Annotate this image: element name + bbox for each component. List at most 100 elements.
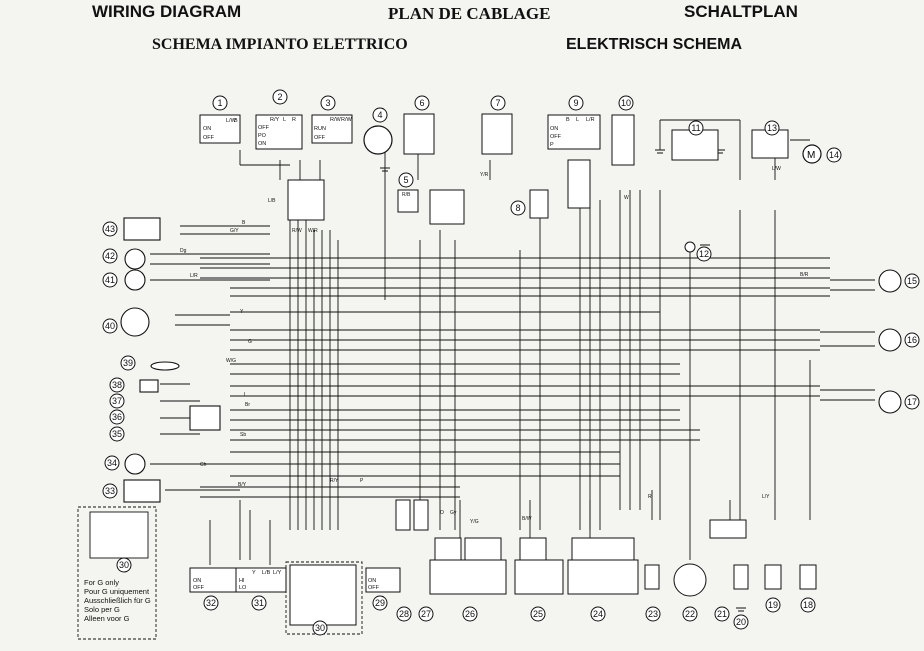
sw31-row-hi: HI xyxy=(239,578,245,584)
svg-text:28: 28 xyxy=(399,609,409,619)
note-it: Solo per G xyxy=(84,605,120,614)
fuse-8 xyxy=(529,189,549,219)
wire-code-rb: R/B xyxy=(402,192,411,198)
sw2-row-po: PO xyxy=(258,133,267,139)
sw9-row-on: ON xyxy=(550,126,558,132)
sw3-col-rw1: R/W xyxy=(330,117,342,123)
callout-27: 27 xyxy=(418,606,434,622)
wire-code-l: L xyxy=(244,392,247,398)
connector-main-1 xyxy=(287,179,325,221)
note-de: Ausschließlich für G xyxy=(84,596,151,605)
svg-text:25: 25 xyxy=(533,609,543,619)
switch-21 xyxy=(733,564,749,590)
wire-code-gy: G/Y xyxy=(230,228,239,234)
svg-text:42: 42 xyxy=(105,251,115,261)
wire-code-p: P xyxy=(360,478,364,484)
title-it: SCHEMA IMPIANTO ELETTRICO xyxy=(152,36,408,53)
wire-code-lr: L/R xyxy=(190,273,198,279)
svg-text:4: 4 xyxy=(377,110,382,120)
connector-10 xyxy=(611,114,635,166)
sw32-row-on: ON xyxy=(193,578,201,584)
callout-30-variant: 30 xyxy=(116,557,132,573)
callout-30: 30 xyxy=(312,620,328,636)
svg-text:11: 11 xyxy=(691,123,700,133)
svg-text:22: 22 xyxy=(685,609,695,619)
svg-text:16: 16 xyxy=(907,335,917,345)
svg-text:18: 18 xyxy=(803,600,813,610)
sw2-col-ry: R/Y xyxy=(270,117,280,123)
wire-code-ch: Ch xyxy=(200,462,207,468)
module-24 xyxy=(567,559,639,595)
sw31-col-y: Y xyxy=(252,570,256,576)
switch-18 xyxy=(799,564,817,590)
callout-38: 38 xyxy=(109,377,125,393)
svg-text:37: 37 xyxy=(112,396,122,406)
callout-15: 15 xyxy=(904,273,920,289)
callout-6: 6 xyxy=(414,95,430,111)
wire-code-sb: Sb xyxy=(240,432,246,438)
callout-29: 29 xyxy=(372,595,388,611)
callout-41: 41 xyxy=(102,272,118,288)
callout-18: 18 xyxy=(800,597,816,613)
callout-8: 8 xyxy=(510,200,526,216)
callout-32: 32 xyxy=(203,595,219,611)
svg-text:21: 21 xyxy=(717,609,727,619)
switch-box-29 xyxy=(365,567,401,593)
wire-code-gy2: Gy xyxy=(450,510,457,516)
callout-19: 19 xyxy=(765,597,781,613)
callout-22: 22 xyxy=(682,606,698,622)
connector-36-35 xyxy=(189,405,221,431)
svg-text:15: 15 xyxy=(907,276,917,286)
svg-text:3: 3 xyxy=(325,98,330,108)
motor-symbol: M xyxy=(807,150,815,161)
callout-23: 23 xyxy=(645,606,661,622)
connector-26b xyxy=(464,537,502,563)
wire-code-wr: W/R xyxy=(308,228,318,234)
wire-code-w: W xyxy=(624,195,629,201)
wire-code-wg: W/G xyxy=(226,358,236,364)
callout-7: 7 xyxy=(490,95,506,111)
coil-7 xyxy=(481,113,513,155)
lamp-34 xyxy=(124,453,146,475)
svg-text:7: 7 xyxy=(495,98,500,108)
connector-main-3 xyxy=(567,159,591,209)
sw29-row-on: ON xyxy=(368,578,376,584)
relay-27 xyxy=(413,499,429,531)
wire-code-dg: Dg xyxy=(180,248,187,254)
svg-text:1: 1 xyxy=(217,98,222,108)
coil-6 xyxy=(403,113,435,155)
lamp-42 xyxy=(124,248,146,270)
sw31-col-lb: L/B xyxy=(262,570,271,576)
switch-box-2 xyxy=(255,114,303,150)
sensor-12 xyxy=(684,241,696,253)
svg-text:32: 32 xyxy=(206,598,216,608)
note-en: For G only xyxy=(84,578,120,587)
callout-21: 21 xyxy=(714,606,730,622)
sw9-col-lr: L/R xyxy=(586,117,595,123)
sw9-row-p: P xyxy=(550,142,554,148)
switch-box-3 xyxy=(311,114,353,144)
sw1-col-b: B xyxy=(234,118,238,124)
callout-40: 40 xyxy=(102,318,118,334)
svg-text:33: 33 xyxy=(105,486,115,496)
callout-1: 1 xyxy=(212,95,228,111)
wire-code-br2: B/R xyxy=(800,272,809,278)
variant-note: For G only Pour G uniquement Ausschließl… xyxy=(84,578,151,623)
callout-36: 36 xyxy=(109,409,125,425)
wire-code-rw: R/W xyxy=(292,228,302,234)
wire-code-lw: L/W xyxy=(772,166,781,172)
wire-code-y: Y xyxy=(240,309,244,315)
ground-symbols xyxy=(380,149,746,612)
sw9-col-b: B xyxy=(566,117,570,123)
wire-code-bw: B/W xyxy=(522,516,532,522)
sw3-row-run: RUN xyxy=(314,126,326,132)
callout-13: 13 xyxy=(764,120,780,136)
callout-3: 3 xyxy=(320,95,336,111)
sw2-col-l: L xyxy=(283,117,286,123)
lamp-39 xyxy=(150,361,180,371)
svg-text:29: 29 xyxy=(375,598,385,608)
callout-5: 5 xyxy=(398,172,414,188)
wire-code-ry: R/Y xyxy=(330,478,339,484)
wire-code-b: B xyxy=(242,220,246,226)
